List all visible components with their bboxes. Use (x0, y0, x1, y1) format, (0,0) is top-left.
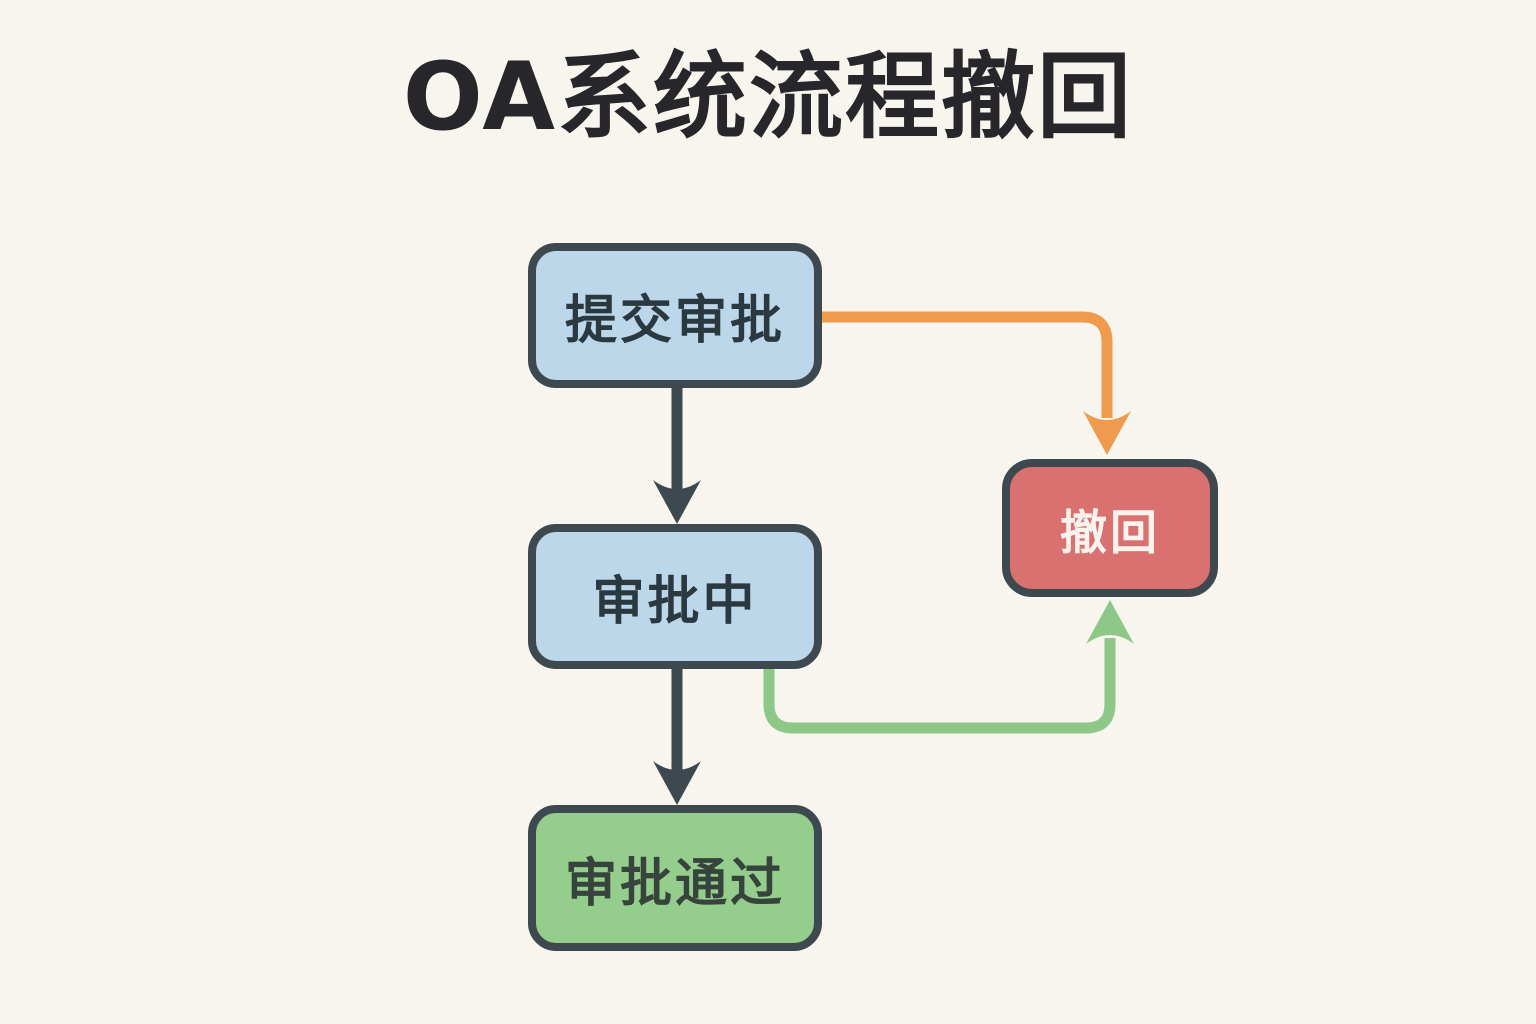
node-withdraw: 撤回 (1002, 459, 1218, 597)
edge-inreview-to-withdraw (763, 638, 1116, 734)
edge-inreview-to-approved-arrowhead (653, 761, 701, 805)
edge-submit-to-inreview-arrowhead (653, 480, 701, 524)
edge-submit-to-withdraw (820, 311, 1113, 418)
node-submit-approval: 提交审批 (528, 243, 822, 388)
edge-inreview-to-withdraw-arrowhead (1086, 600, 1134, 644)
diagram-title: OA系统流程撤回 (402, 43, 1134, 152)
node-in-review: 审批中 (528, 524, 822, 669)
node-approved: 审批通过 (528, 805, 822, 951)
node-in-review-label: 审批中 (592, 572, 758, 632)
node-submit-approval-label: 提交审批 (564, 291, 785, 351)
node-approved-label: 审批通过 (564, 853, 785, 914)
edge-submit-to-withdraw-arrowhead (1083, 411, 1131, 455)
node-withdraw-label: 撤回 (1060, 505, 1160, 561)
